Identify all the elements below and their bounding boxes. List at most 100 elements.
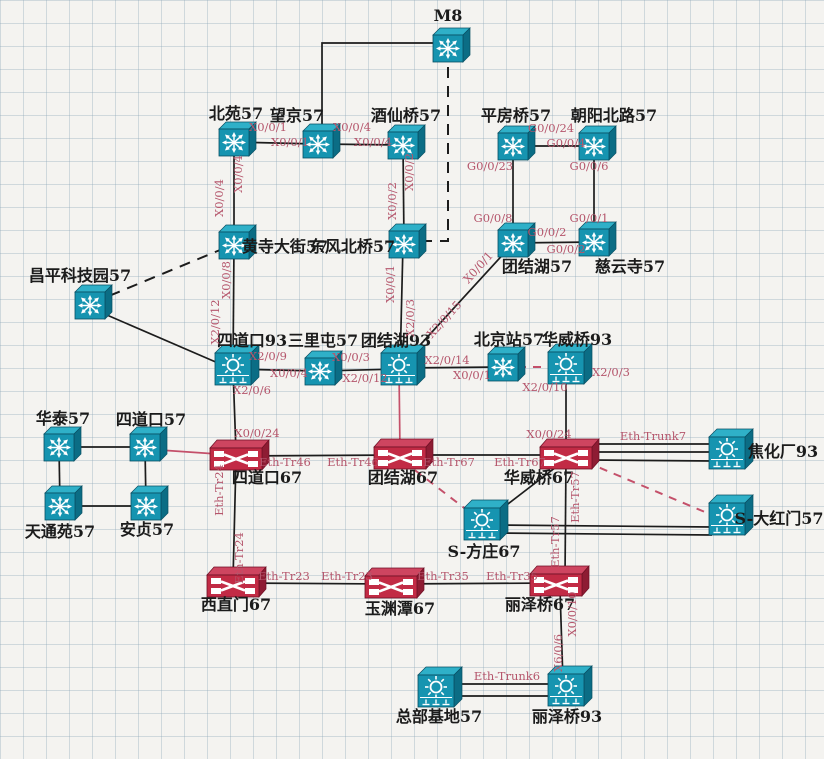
node-label-s-dahongmen-57: S-大红门57 xyxy=(734,509,823,528)
link-sidaokou67-xizhimen xyxy=(232,459,237,581)
port-label: X0/0/1 xyxy=(249,120,287,134)
node-tiantongyuan-57[interactable] xyxy=(44,485,83,521)
node-sidaokou-67[interactable] xyxy=(209,439,270,471)
switch-icon xyxy=(497,125,536,161)
node-label-m8: M8 xyxy=(434,6,463,25)
node-zongbu-jidi-57[interactable] xyxy=(417,666,463,708)
switch-icon xyxy=(74,284,113,320)
link-huaweiqiao67-lizeqiao67 xyxy=(564,458,567,578)
node-tuanjiehu-93[interactable] xyxy=(380,344,426,386)
multilayer-switch-icon xyxy=(547,343,593,385)
port-label: X2/0/10 xyxy=(522,380,567,394)
port-label: X0/0/2 xyxy=(385,182,399,220)
node-yuyuantan-67[interactable] xyxy=(364,567,425,599)
port-label: X2/0/3 xyxy=(403,299,417,337)
node-tuanjiehu-57[interactable] xyxy=(497,222,536,258)
port-label: X0/0/4 xyxy=(333,120,371,134)
red-switch-icon xyxy=(206,566,267,598)
node-label-ciyunsi-57: 慈云寺57 xyxy=(595,257,665,276)
port-label: X2/0/15 xyxy=(424,298,465,341)
node-tuanjiehu-67[interactable] xyxy=(373,438,434,470)
node-jiuxianqiao-57[interactable] xyxy=(387,124,426,160)
node-label-beijingzhan-57: 北京站57 xyxy=(474,330,544,349)
node-label-lizeqiao-67: 丽泽桥67 xyxy=(505,595,575,614)
multilayer-switch-icon xyxy=(463,499,509,541)
red-switch-icon xyxy=(539,438,600,470)
port-label: Eth-Tr46 xyxy=(327,455,379,469)
node-dongfengbeiqiao-57[interactable] xyxy=(388,223,427,259)
switch-icon xyxy=(304,350,343,386)
node-jiaohuachang-93[interactable] xyxy=(708,428,754,470)
node-label-tuanjiehu-93: 团结湖93 xyxy=(361,331,431,350)
port-label: X2/0/12 xyxy=(208,299,222,344)
node-lizeqiao-67[interactable] xyxy=(529,565,590,597)
node-sidaokou-93[interactable] xyxy=(214,344,260,386)
port-label: Eth-Tr23 xyxy=(321,569,373,583)
node-sidaokou-57[interactable] xyxy=(129,426,168,462)
node-m8[interactable] xyxy=(432,27,471,63)
node-lizeqiao-93[interactable] xyxy=(547,665,593,707)
port-label: G0/0/2 xyxy=(528,225,567,239)
port-label: X0/0/1 xyxy=(383,265,397,303)
port-label: X0/0/8 xyxy=(219,261,233,299)
node-label-lizeqiao-93: 丽泽桥93 xyxy=(532,707,602,726)
node-label-sanlitun-57: 三里屯57 xyxy=(288,331,358,350)
node-chaoyangbeilu-57[interactable] xyxy=(578,125,617,161)
switch-icon xyxy=(130,485,169,521)
node-beiyuan-57[interactable] xyxy=(218,121,257,157)
switch-icon xyxy=(129,426,168,462)
switch-icon xyxy=(432,27,471,63)
red-switch-icon xyxy=(209,439,270,471)
port-label: X2/0/12 xyxy=(342,371,387,385)
port-label: Eth-Tr57 xyxy=(548,516,562,568)
node-changping-kejiyuan-57[interactable] xyxy=(74,284,113,320)
port-label: G0/0/4 xyxy=(547,136,586,150)
link-changping-sidaokou93 xyxy=(92,308,219,364)
node-label-sidaokou-67: 四道口67 xyxy=(232,468,302,487)
node-huatai-57[interactable] xyxy=(43,426,82,462)
node-label-sidaokou-57: 四道口57 xyxy=(116,410,186,429)
node-beijingzhan-57[interactable] xyxy=(487,346,526,382)
node-s-dahongmen-57[interactable] xyxy=(708,494,754,536)
multilayer-switch-icon xyxy=(708,428,754,470)
switch-icon xyxy=(487,346,526,382)
node-label-jiaohuachang-93: 焦化厂93 xyxy=(747,442,818,461)
node-label-huatai-57: 华泰57 xyxy=(36,409,90,428)
node-xizhimen-67[interactable] xyxy=(206,566,267,598)
node-wangjing-57[interactable] xyxy=(302,123,341,159)
port-label: Eth-Tr23 xyxy=(258,569,310,583)
port-label: G0/0/6 xyxy=(570,159,609,173)
port-label: Eth-Tr24 xyxy=(212,464,226,516)
node-huaweiqiao-93[interactable] xyxy=(547,343,593,385)
node-ciyunsi-57[interactable] xyxy=(578,221,617,257)
node-huangsidajie-57[interactable] xyxy=(218,224,257,260)
node-s-fangzhuang-67[interactable] xyxy=(463,499,509,541)
node-pingfangqiao-57[interactable] xyxy=(497,125,536,161)
node-label-huaweiqiao-67: 华威桥67 xyxy=(504,468,574,487)
switch-icon xyxy=(218,224,257,260)
port-label: Eth-Tr35 xyxy=(417,569,469,583)
node-label-tuanjiehu-67: 团结湖67 xyxy=(368,468,438,487)
node-anzhen-57[interactable] xyxy=(130,485,169,521)
node-label-wangjing-57: 望京57 xyxy=(270,106,324,125)
multilayer-switch-icon xyxy=(380,344,426,386)
port-label: G0/0/24 xyxy=(528,121,574,135)
multilayer-switch-icon xyxy=(417,666,463,708)
port-label: X0/0/1 xyxy=(271,135,309,149)
port-label: X2/0/3 xyxy=(592,365,630,379)
node-sanlitun-57[interactable] xyxy=(304,350,343,386)
port-label: X0/0/24 xyxy=(526,427,571,441)
multilayer-switch-icon xyxy=(214,344,260,386)
node-label-changping-kejiyuan-57: 昌平科技园57 xyxy=(29,266,131,285)
link-m8-dongfengbeiqiao xyxy=(406,48,449,242)
node-huaweiqiao-67[interactable] xyxy=(539,438,600,470)
port-label: Eth-Trunk7 xyxy=(620,429,686,443)
port-label: X0/0/2 xyxy=(402,153,416,191)
node-label-pingfangqiao-57: 平房桥57 xyxy=(481,106,551,125)
switch-icon xyxy=(578,221,617,257)
port-label: Eth-Tr24 xyxy=(232,532,246,584)
port-label: Eth-Tr67 xyxy=(494,455,546,469)
node-label-tiantongyuan-57: 天通苑57 xyxy=(25,522,95,541)
port-label: X0/0/1 xyxy=(453,368,491,382)
